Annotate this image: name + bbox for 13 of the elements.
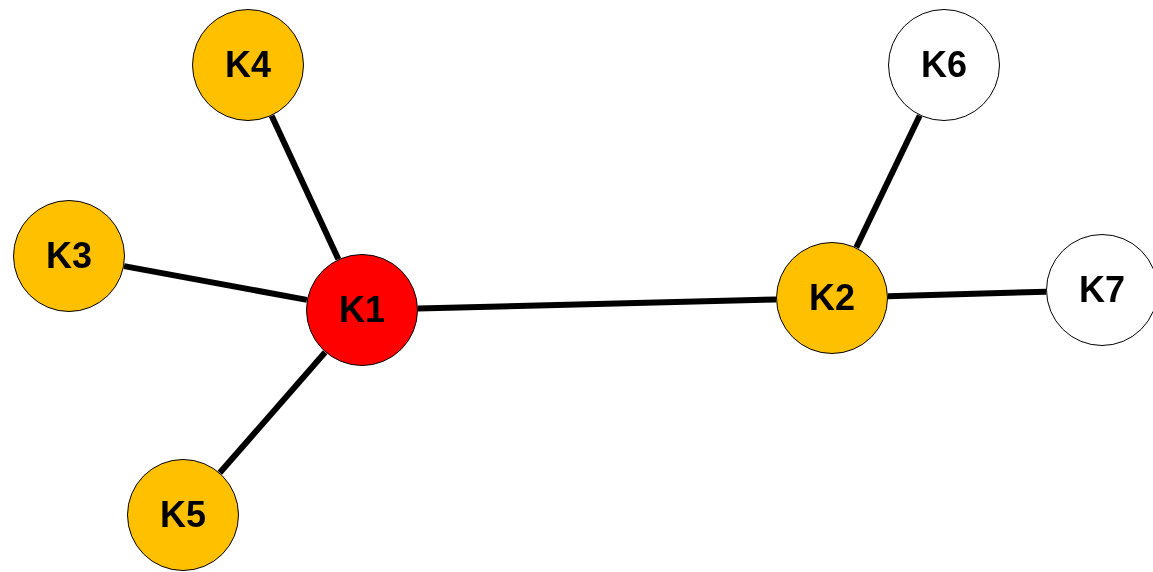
connector-line	[853, 114, 923, 249]
node-label: K2	[809, 277, 855, 319]
node-label: K7	[1079, 269, 1125, 311]
connector-line	[268, 114, 342, 261]
connector-line	[887, 288, 1047, 300]
node-label: K5	[160, 494, 206, 536]
node-label: K6	[921, 44, 967, 86]
connector-line	[217, 350, 328, 475]
connector-line	[123, 263, 308, 303]
connector-line	[417, 296, 777, 312]
node-label: K1	[339, 289, 385, 331]
node-label: K3	[46, 235, 92, 277]
node-label: K4	[225, 44, 271, 86]
